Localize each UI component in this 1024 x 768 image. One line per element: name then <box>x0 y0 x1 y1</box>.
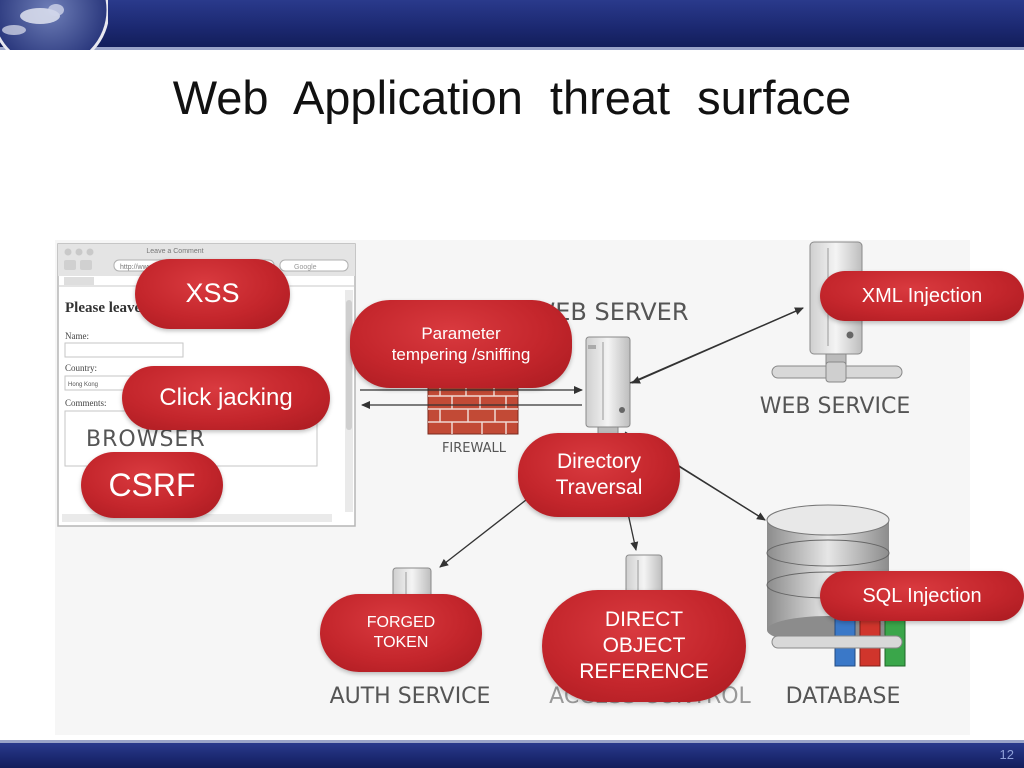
threat-sql-injection-label: SQL Injection <box>862 584 982 607</box>
threat-xss-label: XSS <box>185 278 240 309</box>
footer-bar: 12 <box>0 740 1024 768</box>
database-label: DATABASE <box>786 684 901 709</box>
threat-sql-injection: SQL Injection <box>820 571 1024 621</box>
threat-direct-object-line1: DIRECT <box>604 607 684 631</box>
threat-direct-object-reference: DIRECT OBJECT REFERENCE <box>542 590 746 702</box>
browser-sketch-label: BROWSER <box>86 427 206 452</box>
threat-parameter-tempering: Parameter tempering /sniffing <box>350 300 572 388</box>
browser-window-title: Leave a Comment <box>146 248 203 255</box>
threat-direct-object-line3: REFERENCE <box>579 660 709 684</box>
threat-xml-injection-label: XML Injection <box>861 284 983 307</box>
threat-xss: XSS <box>135 259 290 329</box>
threat-click-jacking-label: Click jacking <box>159 384 293 411</box>
auth-service-label: AUTH SERVICE <box>330 684 491 709</box>
threat-parameter-tempering-line2: tempering /sniffing <box>391 345 531 364</box>
threat-forged-token-line2: TOKEN <box>373 634 429 651</box>
web-service-label: WEB SERVICE <box>760 394 911 419</box>
browser-search-placeholder: Google <box>294 264 317 271</box>
database-icon <box>766 504 906 667</box>
threat-csrf: CSRF <box>81 452 223 518</box>
threat-parameter-tempering-line1: Parameter <box>421 323 501 343</box>
slide-number: 12 <box>999 747 1014 762</box>
header-bar <box>0 0 1024 50</box>
threat-direct-object-line2: OBJECT <box>602 633 686 657</box>
name-label: Name: <box>65 331 89 341</box>
threat-directory-traversal-line1: Directory <box>556 449 641 473</box>
country-value: Hong Kong <box>68 382 98 388</box>
arrow-webservice-to-server <box>631 307 804 384</box>
threat-csrf-label: CSRF <box>108 467 196 503</box>
firewall-label: FIREWALL <box>442 441 507 456</box>
web-server-icon <box>585 336 631 436</box>
threat-forged-token-line1: FORGED <box>366 614 436 631</box>
threat-directory-traversal-line2: Traversal <box>555 476 643 499</box>
threat-click-jacking: Click jacking <box>122 366 330 430</box>
threat-xml-injection: XML Injection <box>820 271 1024 321</box>
country-label: Country: <box>65 363 97 373</box>
threat-directory-traversal: Directory Traversal <box>518 433 680 517</box>
wasp-logo-icon <box>0 0 108 50</box>
threat-forged-token: FORGED TOKEN <box>320 594 482 672</box>
page-title: Web Application threat surface <box>172 71 852 124</box>
comments-label: Comments: <box>65 398 107 408</box>
